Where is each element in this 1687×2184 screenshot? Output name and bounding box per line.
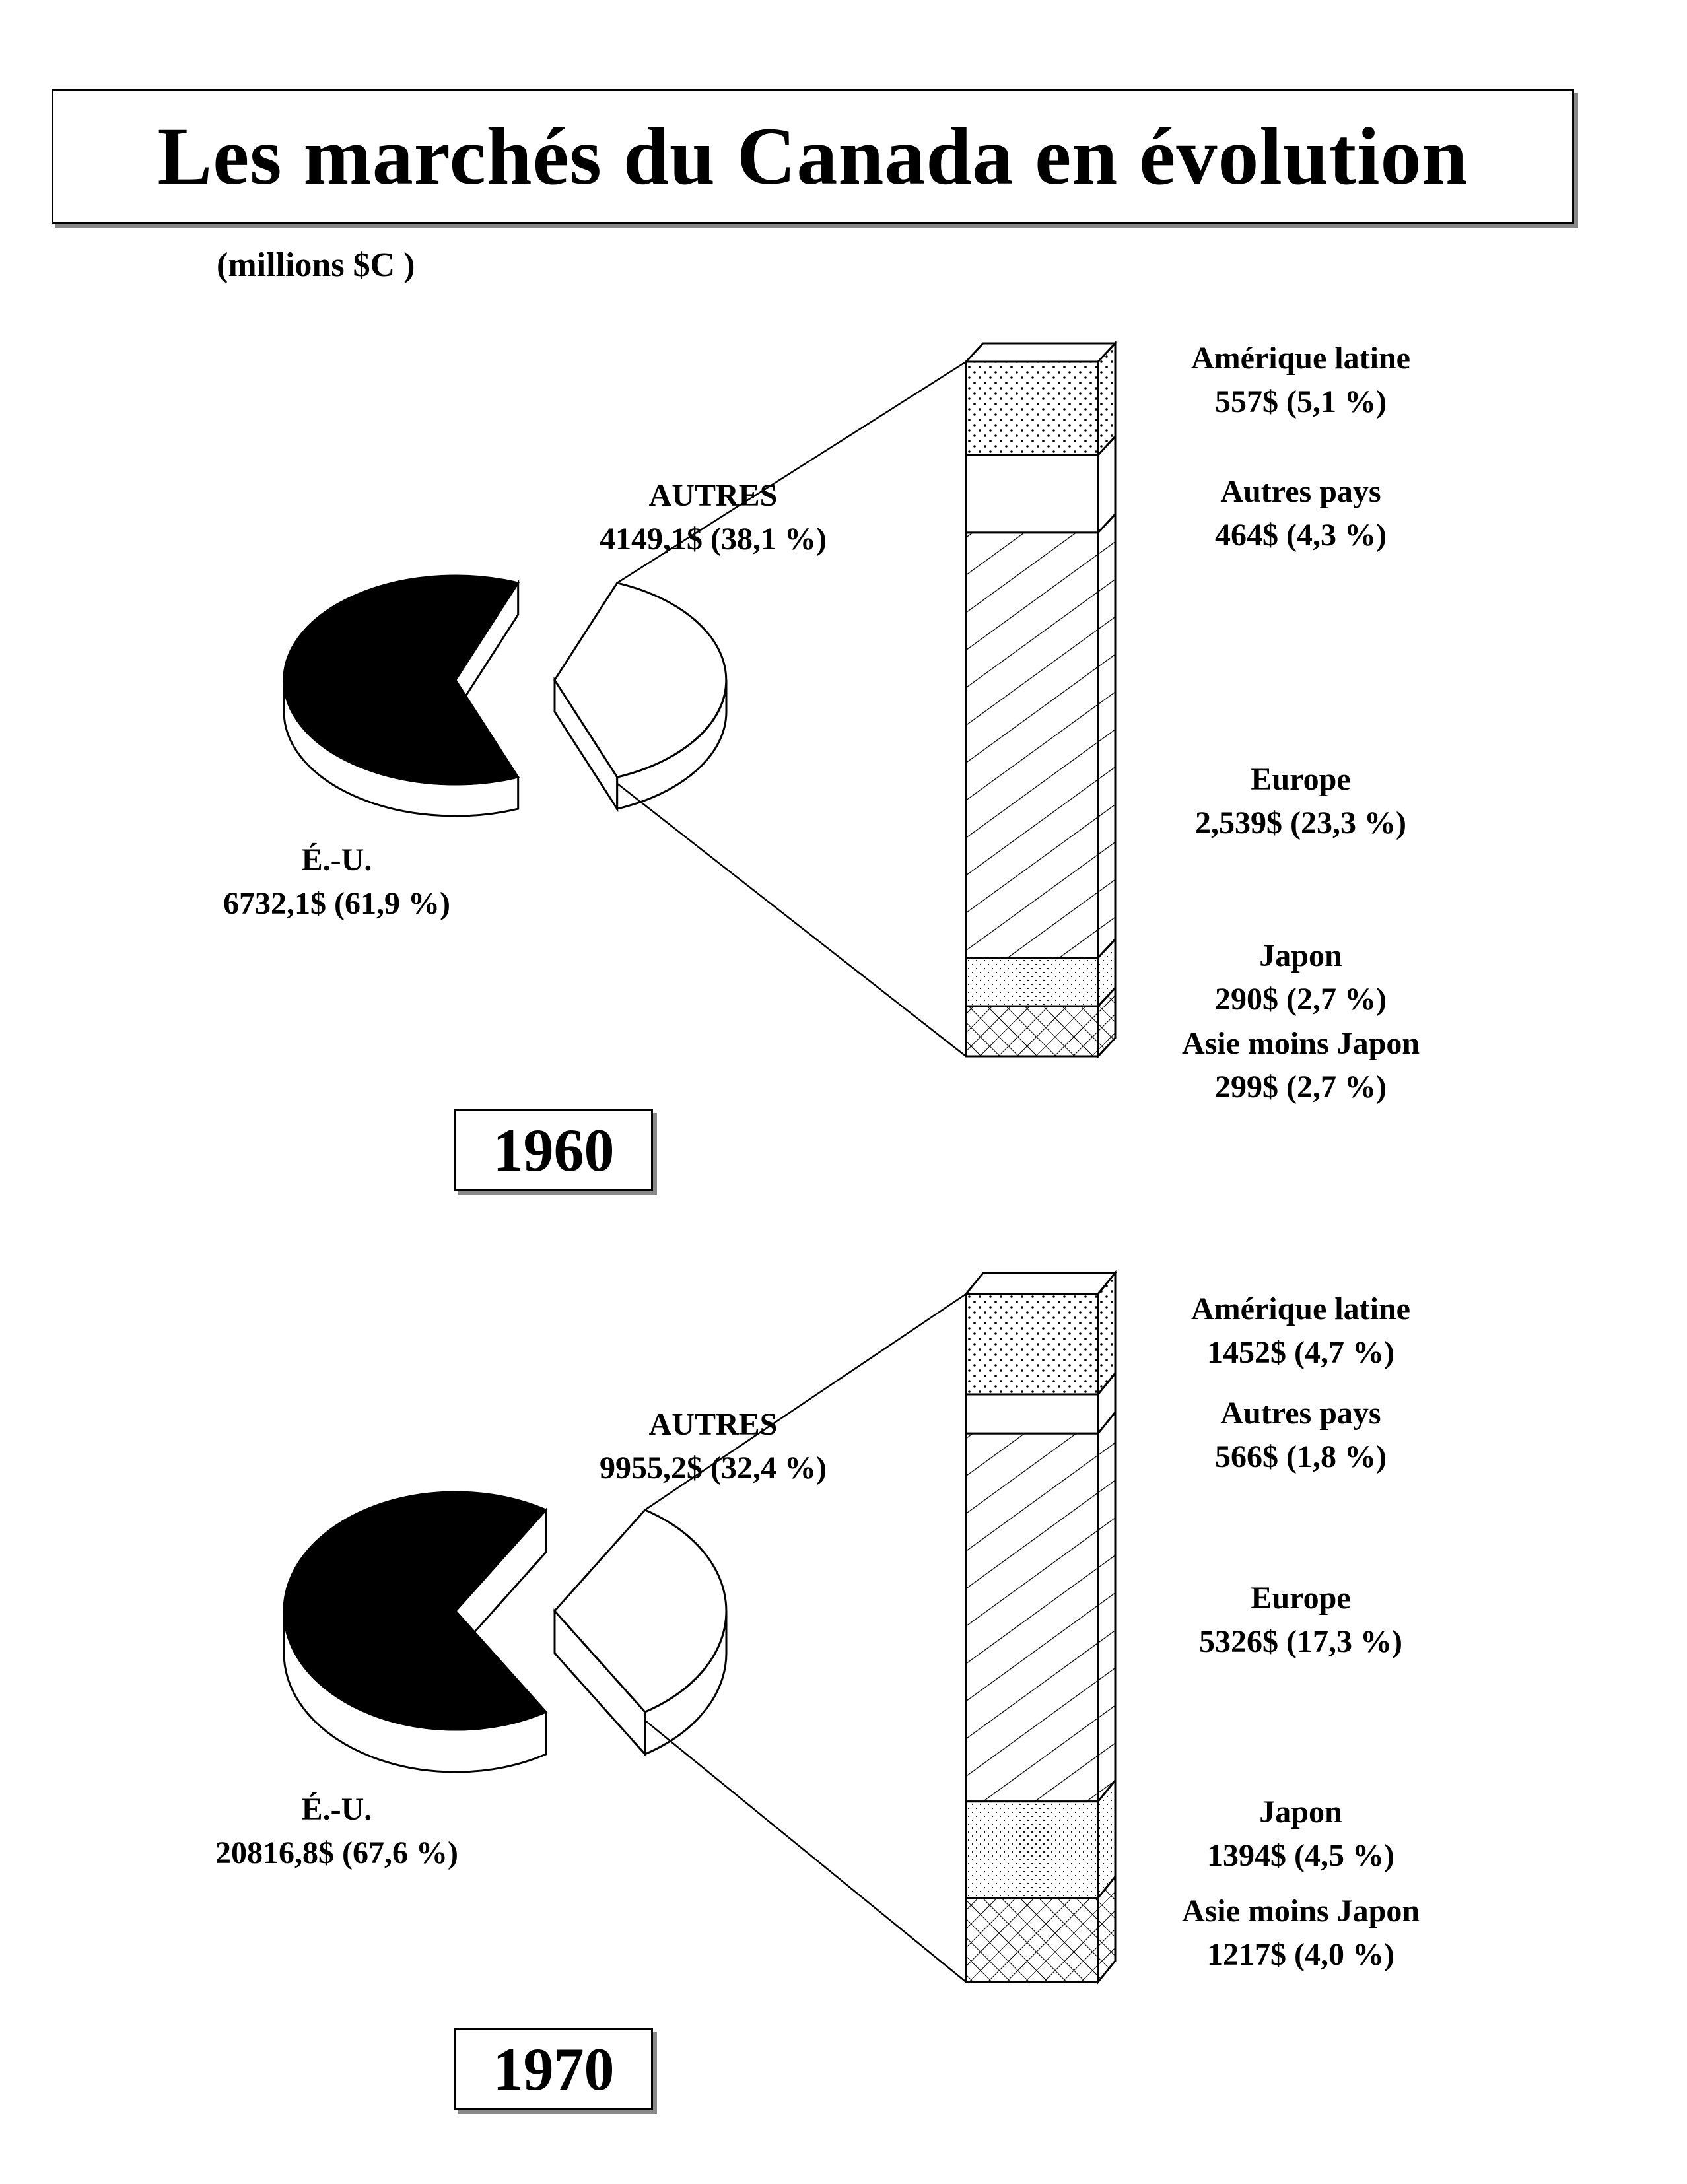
label-autres: AUTRES 9955,2$ (32,4 %) xyxy=(600,1407,827,1485)
bar-top-cap xyxy=(963,342,1118,363)
pie-slice-autres xyxy=(553,1509,728,1713)
label-us: É.-U. 6732,1$ (61,9 %) xyxy=(223,842,450,921)
year-label: 1960 xyxy=(454,1109,653,1191)
pie-slice-us xyxy=(283,1491,548,1731)
label-amerique-latine: Amérique latine 557$ (5,1 %) xyxy=(1191,341,1410,419)
label-europe: Europe 2,539$ (23,3 %) xyxy=(1195,762,1406,840)
panel-1970 xyxy=(283,1270,1118,1985)
label-autres: AUTRES 4149,1$ (38,1 %) xyxy=(600,478,827,557)
bar-segment-asie-moins-japon xyxy=(965,1897,1099,1983)
bar-segment-amerique-latine xyxy=(965,1293,1099,1396)
bar-segment-autres-pays xyxy=(965,454,1099,534)
label-asie-moins-japon: Asie moins Japon 1217$ (4,0 %) xyxy=(1181,1894,1420,1972)
bar-segment-asie-moins-japon xyxy=(965,1005,1099,1058)
pie-slice-us xyxy=(283,574,520,786)
bar-segment-europe xyxy=(965,531,1099,959)
bar-segment-amerique-latine xyxy=(965,360,1099,456)
label-europe: Europe 5326$ (17,3 %) xyxy=(1199,1581,1402,1659)
panel-1960 xyxy=(283,341,1118,1059)
label-japon: Japon 290$ (2,7 %) xyxy=(1215,938,1387,1017)
chart-subtitle: (millions $C ) xyxy=(217,246,415,284)
bar-segment-japon xyxy=(965,1800,1099,1899)
bar-segment-europe xyxy=(965,1432,1099,1803)
label-asie-moins-japon: Asie moins Japon 299$ (2,7 %) xyxy=(1181,1026,1420,1105)
bar-top-cap xyxy=(963,1272,1118,1295)
label-autres-pays: Autres pays 464$ (4,3 %) xyxy=(1215,474,1387,553)
bar-segment-autres-pays xyxy=(965,1393,1099,1435)
label-japon: Japon 1394$ (4,5 %) xyxy=(1207,1794,1394,1873)
chart-title: Les marchés du Canada en évolution xyxy=(157,111,1468,201)
pie-slice-autres xyxy=(553,582,728,778)
title-frame: Les marchés du Canada en évolution xyxy=(52,89,1574,224)
bar-side-asie-moins-japon xyxy=(1097,1874,1117,1985)
label-amerique-latine: Amérique latine 1452$ (4,7 %) xyxy=(1191,1291,1410,1370)
bar-side-europe xyxy=(1097,512,1117,961)
connector-line-top xyxy=(617,360,967,584)
bar-side-asie-moins-japon xyxy=(1097,985,1117,1059)
connector-line-bottom xyxy=(616,782,967,1057)
year-label: 1970 xyxy=(454,2028,653,2110)
label-autres-pays: Autres pays 566$ (1,8 %) xyxy=(1215,1396,1387,1474)
bar-segment-japon xyxy=(965,957,1099,1007)
connector-line-bottom xyxy=(644,1719,967,1983)
label-us: É.-U. 20816,8$ (67,6 %) xyxy=(215,1792,458,1870)
connector-line-top xyxy=(644,1293,967,1511)
